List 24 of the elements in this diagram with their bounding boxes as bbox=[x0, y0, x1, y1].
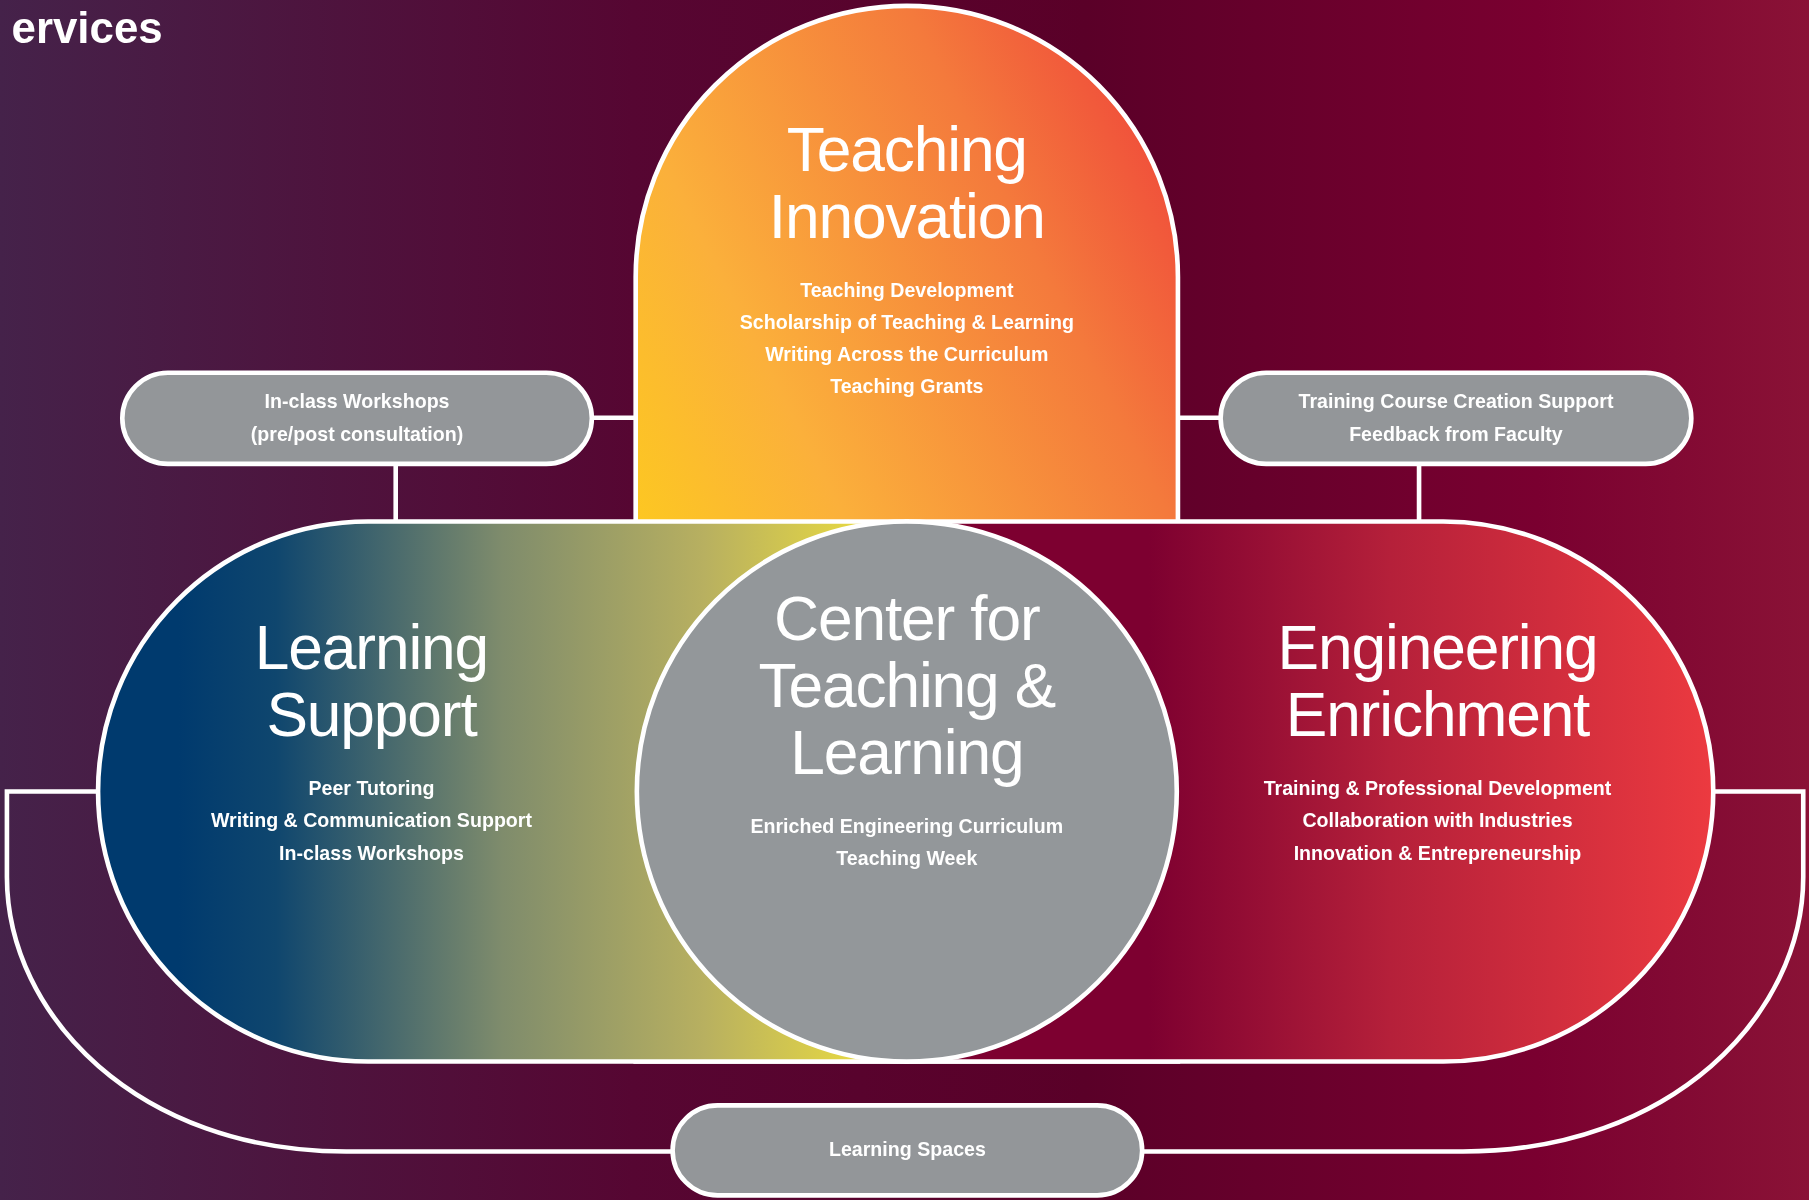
service-text: Teaching Week bbox=[836, 847, 978, 872]
service-text: Writing & Communication Support bbox=[210, 809, 532, 834]
service-text: Training Course Creation Support bbox=[1298, 389, 1614, 415]
service-text: Writing Across the Curriculum bbox=[765, 342, 1049, 368]
connector-line bbox=[1142, 789, 1806, 1154]
connector-line bbox=[591, 415, 636, 420]
category-title: Center for Teaching & Learning bbox=[757, 585, 1057, 786]
service-text: Innovation & Entrepreneurship bbox=[1293, 841, 1582, 867]
category-title: Engineering Enrichment bbox=[1276, 613, 1599, 748]
service-text: In-class Workshops (pre/post consultation) bbox=[249, 389, 465, 447]
service-text: Teaching Development bbox=[800, 278, 1014, 304]
service-text: Feedback from Faculty bbox=[1349, 421, 1563, 447]
title: ervices bbox=[11, 2, 163, 54]
service-text: Enriched Engineering Curriculum bbox=[750, 814, 1064, 840]
connector-line bbox=[4, 789, 673, 1154]
service-text: Peer Tutoring bbox=[308, 776, 435, 802]
category-title: Teaching Innovation bbox=[767, 115, 1046, 250]
service-text: In-class Workshops bbox=[279, 841, 464, 867]
service-text: Teaching Grants bbox=[830, 375, 984, 401]
service-text: Training & Professional Development bbox=[1263, 776, 1612, 802]
service-text: Learning Spaces bbox=[828, 1137, 986, 1163]
service-text: Scholarship of Teaching & Learning bbox=[739, 310, 1074, 336]
category-title: Learning Support bbox=[253, 613, 490, 748]
service-text: Collaboration with Industries bbox=[1302, 809, 1573, 834]
